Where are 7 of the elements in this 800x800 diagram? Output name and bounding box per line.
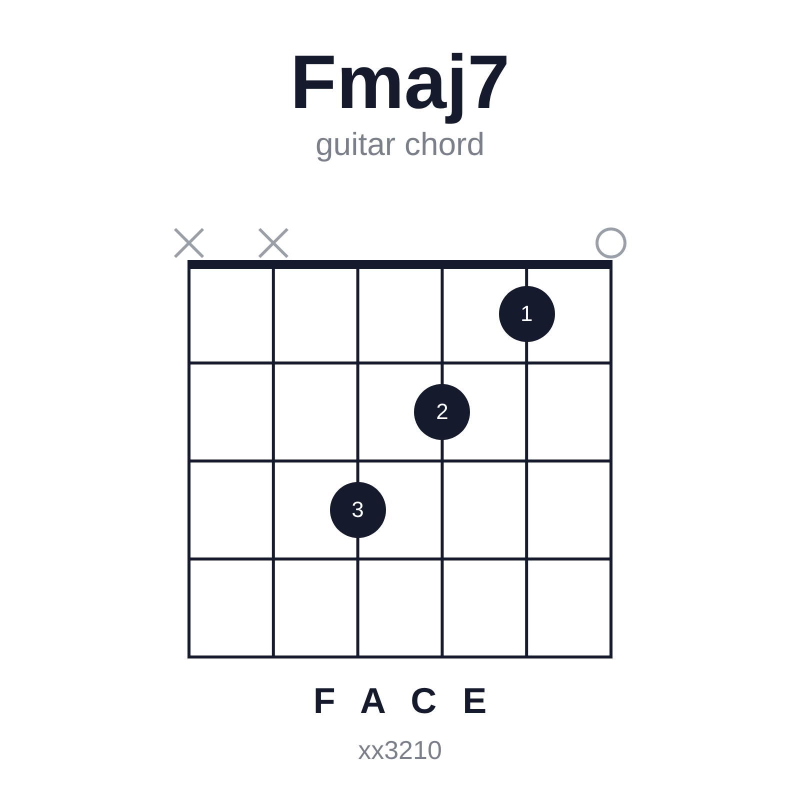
subtitle: guitar chord — [316, 126, 484, 163]
note-names: F A C E — [312, 680, 495, 722]
finger-dot: 1 — [498, 286, 555, 342]
finger-dot: 2 — [414, 384, 470, 440]
chord-title: Fmaj7 — [290, 39, 510, 127]
fingering-code: xx3210 — [358, 735, 442, 766]
finger-dot: 3 — [330, 482, 386, 538]
